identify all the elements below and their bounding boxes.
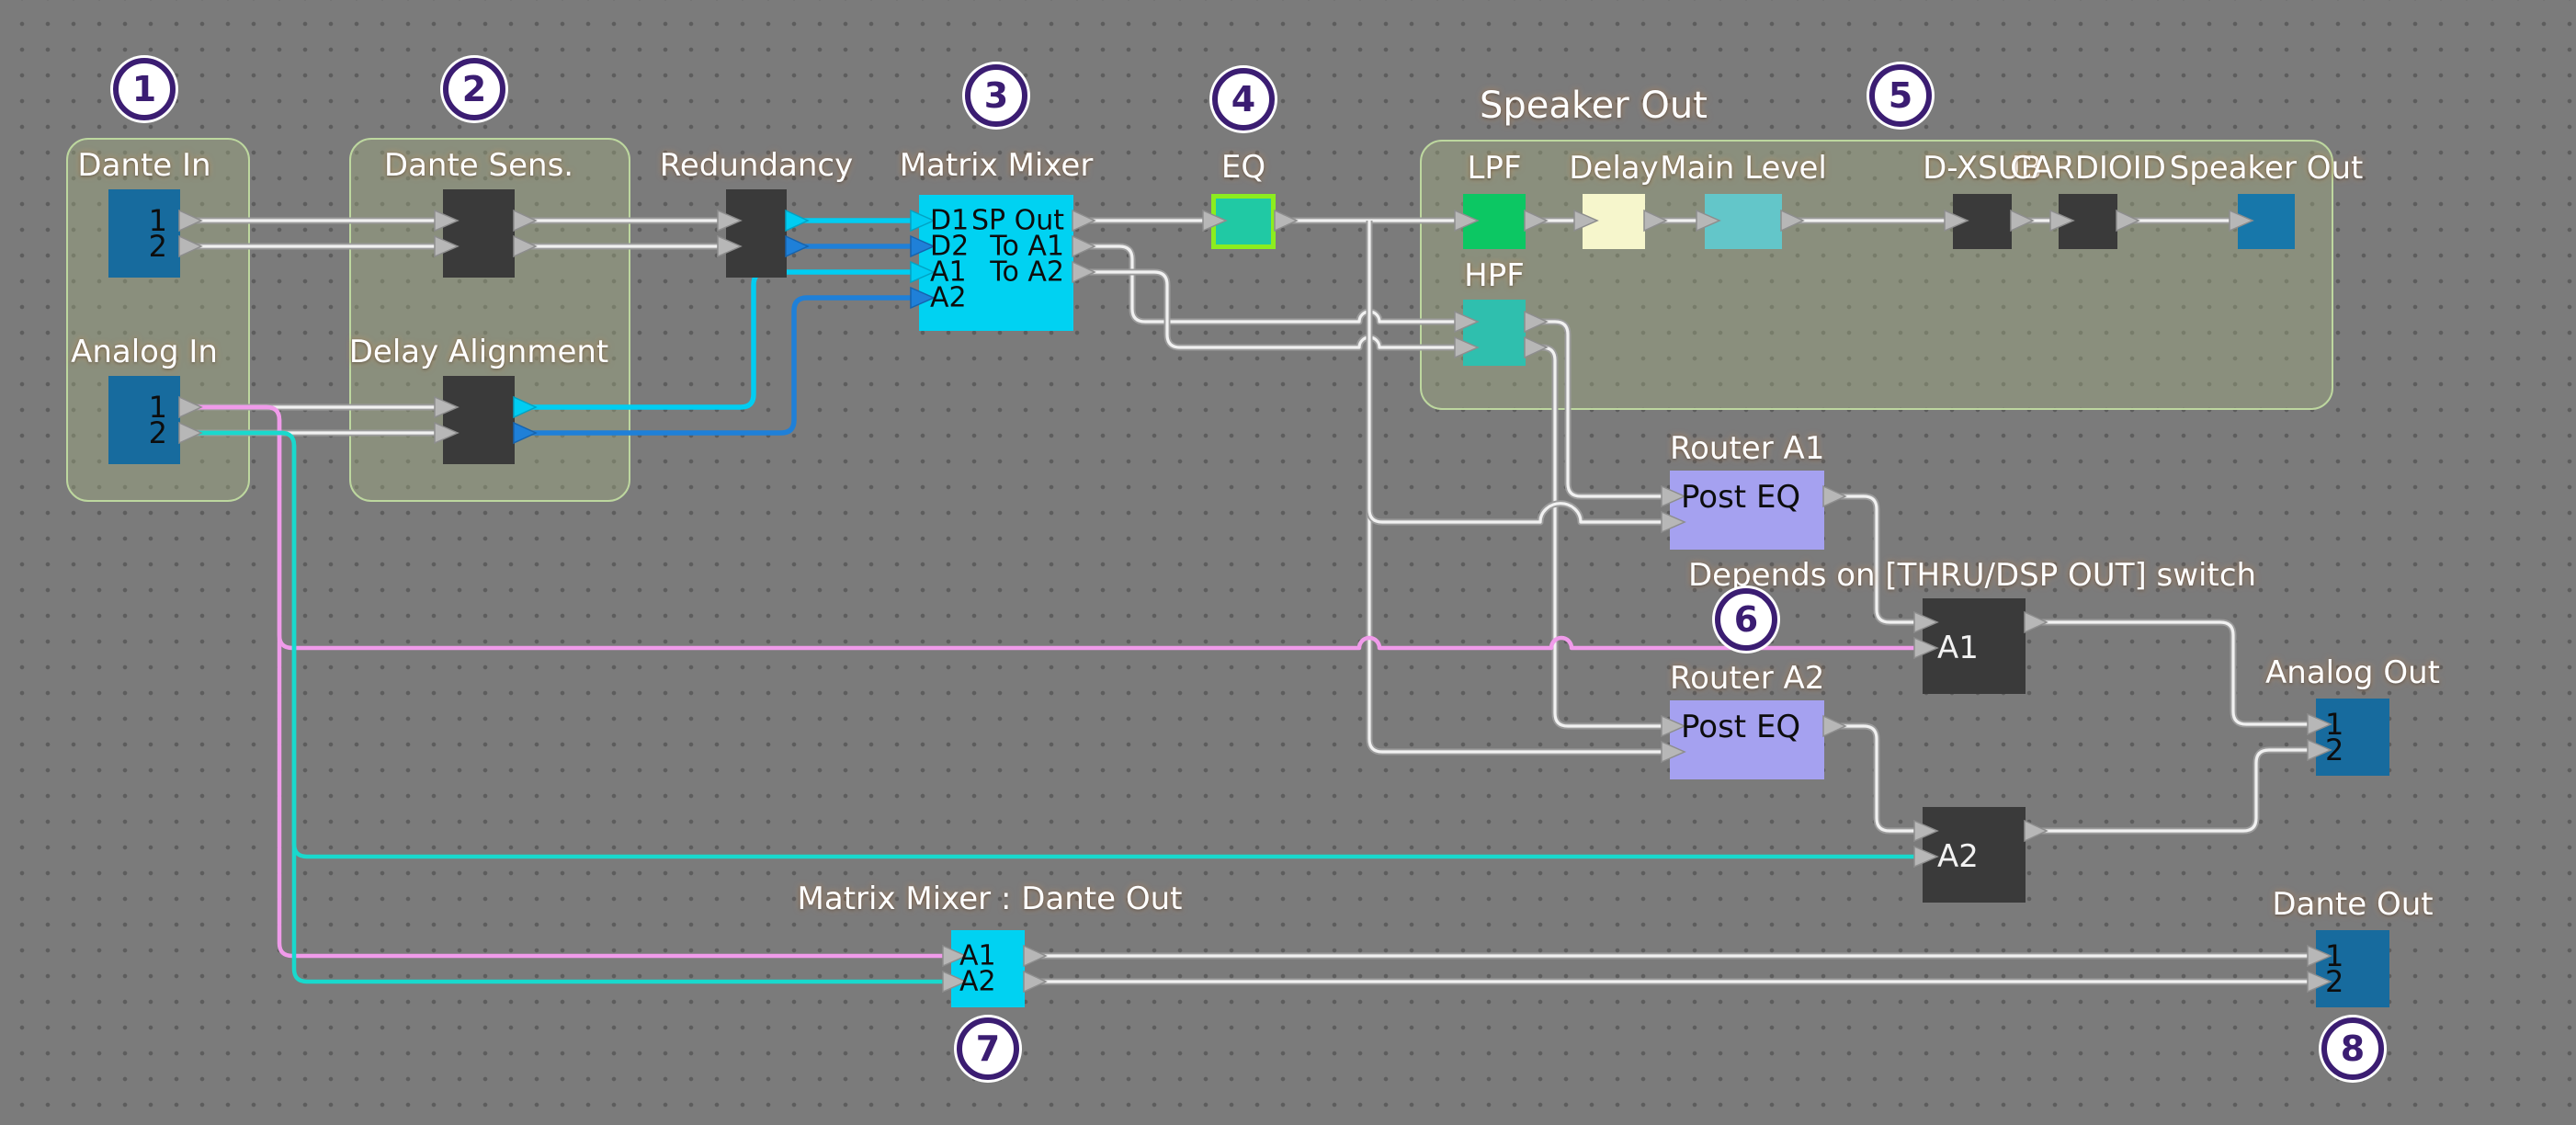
badge-4-number: 4: [1212, 68, 1275, 131]
wire-mm-toa1-hpf1-core[interactable]: [1073, 244, 1463, 324]
badge-7: 7: [954, 1015, 1022, 1083]
label-redundancy: Redundancy: [659, 147, 854, 184]
badge-2-number: 2: [443, 58, 505, 120]
badge-1-number: 1: [113, 58, 176, 120]
port-matrix-mixer-out-toa1-arrow-icon[interactable]: [1072, 234, 1096, 258]
label-speaker-out-block: Speaker Out: [2169, 150, 2364, 187]
port-eq-out-arrow-icon[interactable]: [1274, 209, 1299, 233]
port-redundancy-out-1-arrow-icon[interactable]: [785, 209, 810, 233]
dante-in-port-2-number: 2: [148, 229, 167, 264]
label-router-a1: Router A1: [1670, 430, 1825, 467]
label-dante-in: Dante In: [77, 147, 211, 184]
block-delay-alignment[interactable]: [443, 376, 515, 464]
label-dante-out: Dante Out: [2272, 886, 2434, 923]
port-router-a2-out-arrow-icon[interactable]: [1822, 714, 1847, 738]
badge-5: 5: [1867, 62, 1935, 130]
block-main-level[interactable]: [1705, 194, 1782, 249]
mm-port-a1: A1: [930, 256, 967, 289]
block-matrix-mixer[interactable]: [919, 195, 1073, 331]
mm-port-toa1: To A1: [990, 230, 1064, 263]
mm-port-toa2: To A2: [990, 256, 1064, 289]
badge-4: 4: [1209, 65, 1277, 133]
annotation-thru-switch: Depends on [THRU/DSP OUT] switch: [1688, 557, 2257, 594]
block-eq[interactable]: [1211, 194, 1276, 249]
label-d-xsub: D-XSUB: [1923, 150, 2042, 187]
wire-a2-analogout2-core[interactable]: [2026, 748, 2316, 833]
label-eq: EQ: [1220, 149, 1266, 186]
label-speaker-out-group: Speaker Out: [1480, 85, 1708, 127]
label-router-a2: Router A2: [1670, 660, 1825, 697]
wire-mm-toa1-hpf1[interactable]: [1073, 243, 1463, 325]
block-a2-switch[interactable]: [1923, 807, 2026, 903]
block-d-xsub[interactable]: [1953, 194, 2012, 249]
block-dante-in[interactable]: [108, 189, 180, 278]
port-matrix-mixer-out-spout-arrow-icon[interactable]: [1072, 209, 1096, 233]
dante-in-port-1-number: 1: [148, 203, 167, 238]
router-a1-body: Post EQ: [1681, 479, 1801, 516]
wire-eqsplit-routera1[interactable]: [1366, 500, 1670, 526]
label-hpf: HPF: [1464, 257, 1525, 294]
analog-out-port-2-number: 2: [2325, 733, 2344, 767]
label-dante-sens: Dante Sens.: [383, 147, 574, 184]
label-delay-alignment: Delay Alignment: [348, 334, 609, 370]
analog-in-port-1-number: 1: [148, 390, 167, 425]
port-redundancy-out-2-arrow-icon[interactable]: [785, 234, 810, 258]
block-a1-switch[interactable]: [1923, 598, 2026, 694]
mmdo-port-a2: A2: [959, 965, 996, 998]
badge-1: 1: [110, 55, 178, 123]
label-analog-in: Analog In: [71, 334, 218, 370]
port-a2-out-arrow-icon[interactable]: [2024, 819, 2048, 843]
wire-mm-toa2-hpf2[interactable]: [1073, 268, 1463, 351]
label-mm-dante-out: Matrix Mixer : Dante Out: [797, 881, 1183, 917]
badge-8: 8: [2319, 1015, 2387, 1083]
router-a2-body: Post EQ: [1681, 709, 1801, 745]
badge-5-number: 5: [1869, 64, 1932, 127]
badge-8-number: 8: [2321, 1017, 2384, 1080]
dante-out-port-2-number: 2: [2325, 964, 2344, 999]
block-lpf[interactable]: [1463, 194, 1526, 249]
block-dante-out[interactable]: [2316, 930, 2389, 1007]
block-delay[interactable]: [1583, 194, 1645, 249]
wire-mm-toa2-hpf2-core[interactable]: [1073, 270, 1463, 349]
port-a1-out-arrow-icon[interactable]: [2024, 610, 2048, 634]
a2-switch-label: A2: [1937, 838, 1979, 875]
label-lpf: LPF: [1467, 150, 1522, 187]
block-hpf[interactable]: [1463, 300, 1526, 366]
mm-port-spout: SP Out: [970, 204, 1064, 237]
label-analog-out: Analog Out: [2265, 654, 2440, 691]
port-mmdo-out-2-arrow-icon[interactable]: [1023, 970, 1048, 994]
badge-6: 6: [1712, 585, 1780, 653]
block-analog-in[interactable]: [108, 376, 180, 464]
block-analog-out[interactable]: [2316, 699, 2389, 776]
mm-port-d2: D2: [930, 230, 970, 263]
port-router-a1-out-arrow-icon[interactable]: [1822, 484, 1847, 508]
badge-7-number: 7: [957, 1017, 1019, 1080]
mm-port-a2: A2: [930, 281, 967, 314]
wire-eqsplit-routera1-core[interactable]: [1367, 502, 1670, 524]
block-speaker-out[interactable]: [2238, 194, 2295, 249]
badge-3-number: 3: [965, 64, 1027, 127]
port-mmdo-out-1-arrow-icon[interactable]: [1023, 944, 1048, 968]
badge-6-number: 6: [1715, 588, 1777, 651]
wire-routera2-a2[interactable]: [1824, 722, 1923, 835]
badge-3: 3: [962, 62, 1030, 130]
block-dante-sens[interactable]: [443, 189, 515, 278]
port-matrix-mixer-out-toa2-arrow-icon[interactable]: [1072, 260, 1096, 284]
analog-in-port-2-number: 2: [148, 415, 167, 450]
label-delay: Delay: [1569, 150, 1659, 187]
mm-port-d1: D1: [930, 204, 970, 237]
label-main-level: Main Level: [1660, 150, 1827, 187]
label-matrix-mixer: Matrix Mixer: [899, 147, 1094, 184]
wire-routera2-a2-core[interactable]: [1824, 724, 1923, 833]
block-mm-dante-out[interactable]: [951, 930, 1025, 1007]
block-redundancy[interactable]: [726, 189, 787, 278]
block-cardioid[interactable]: [2059, 194, 2117, 249]
a1-switch-label: A1: [1937, 630, 1979, 666]
badge-2: 2: [440, 55, 508, 123]
wire-a2-analogout2[interactable]: [2026, 746, 2316, 835]
label-cardioid: CARDIOID: [2010, 150, 2166, 187]
